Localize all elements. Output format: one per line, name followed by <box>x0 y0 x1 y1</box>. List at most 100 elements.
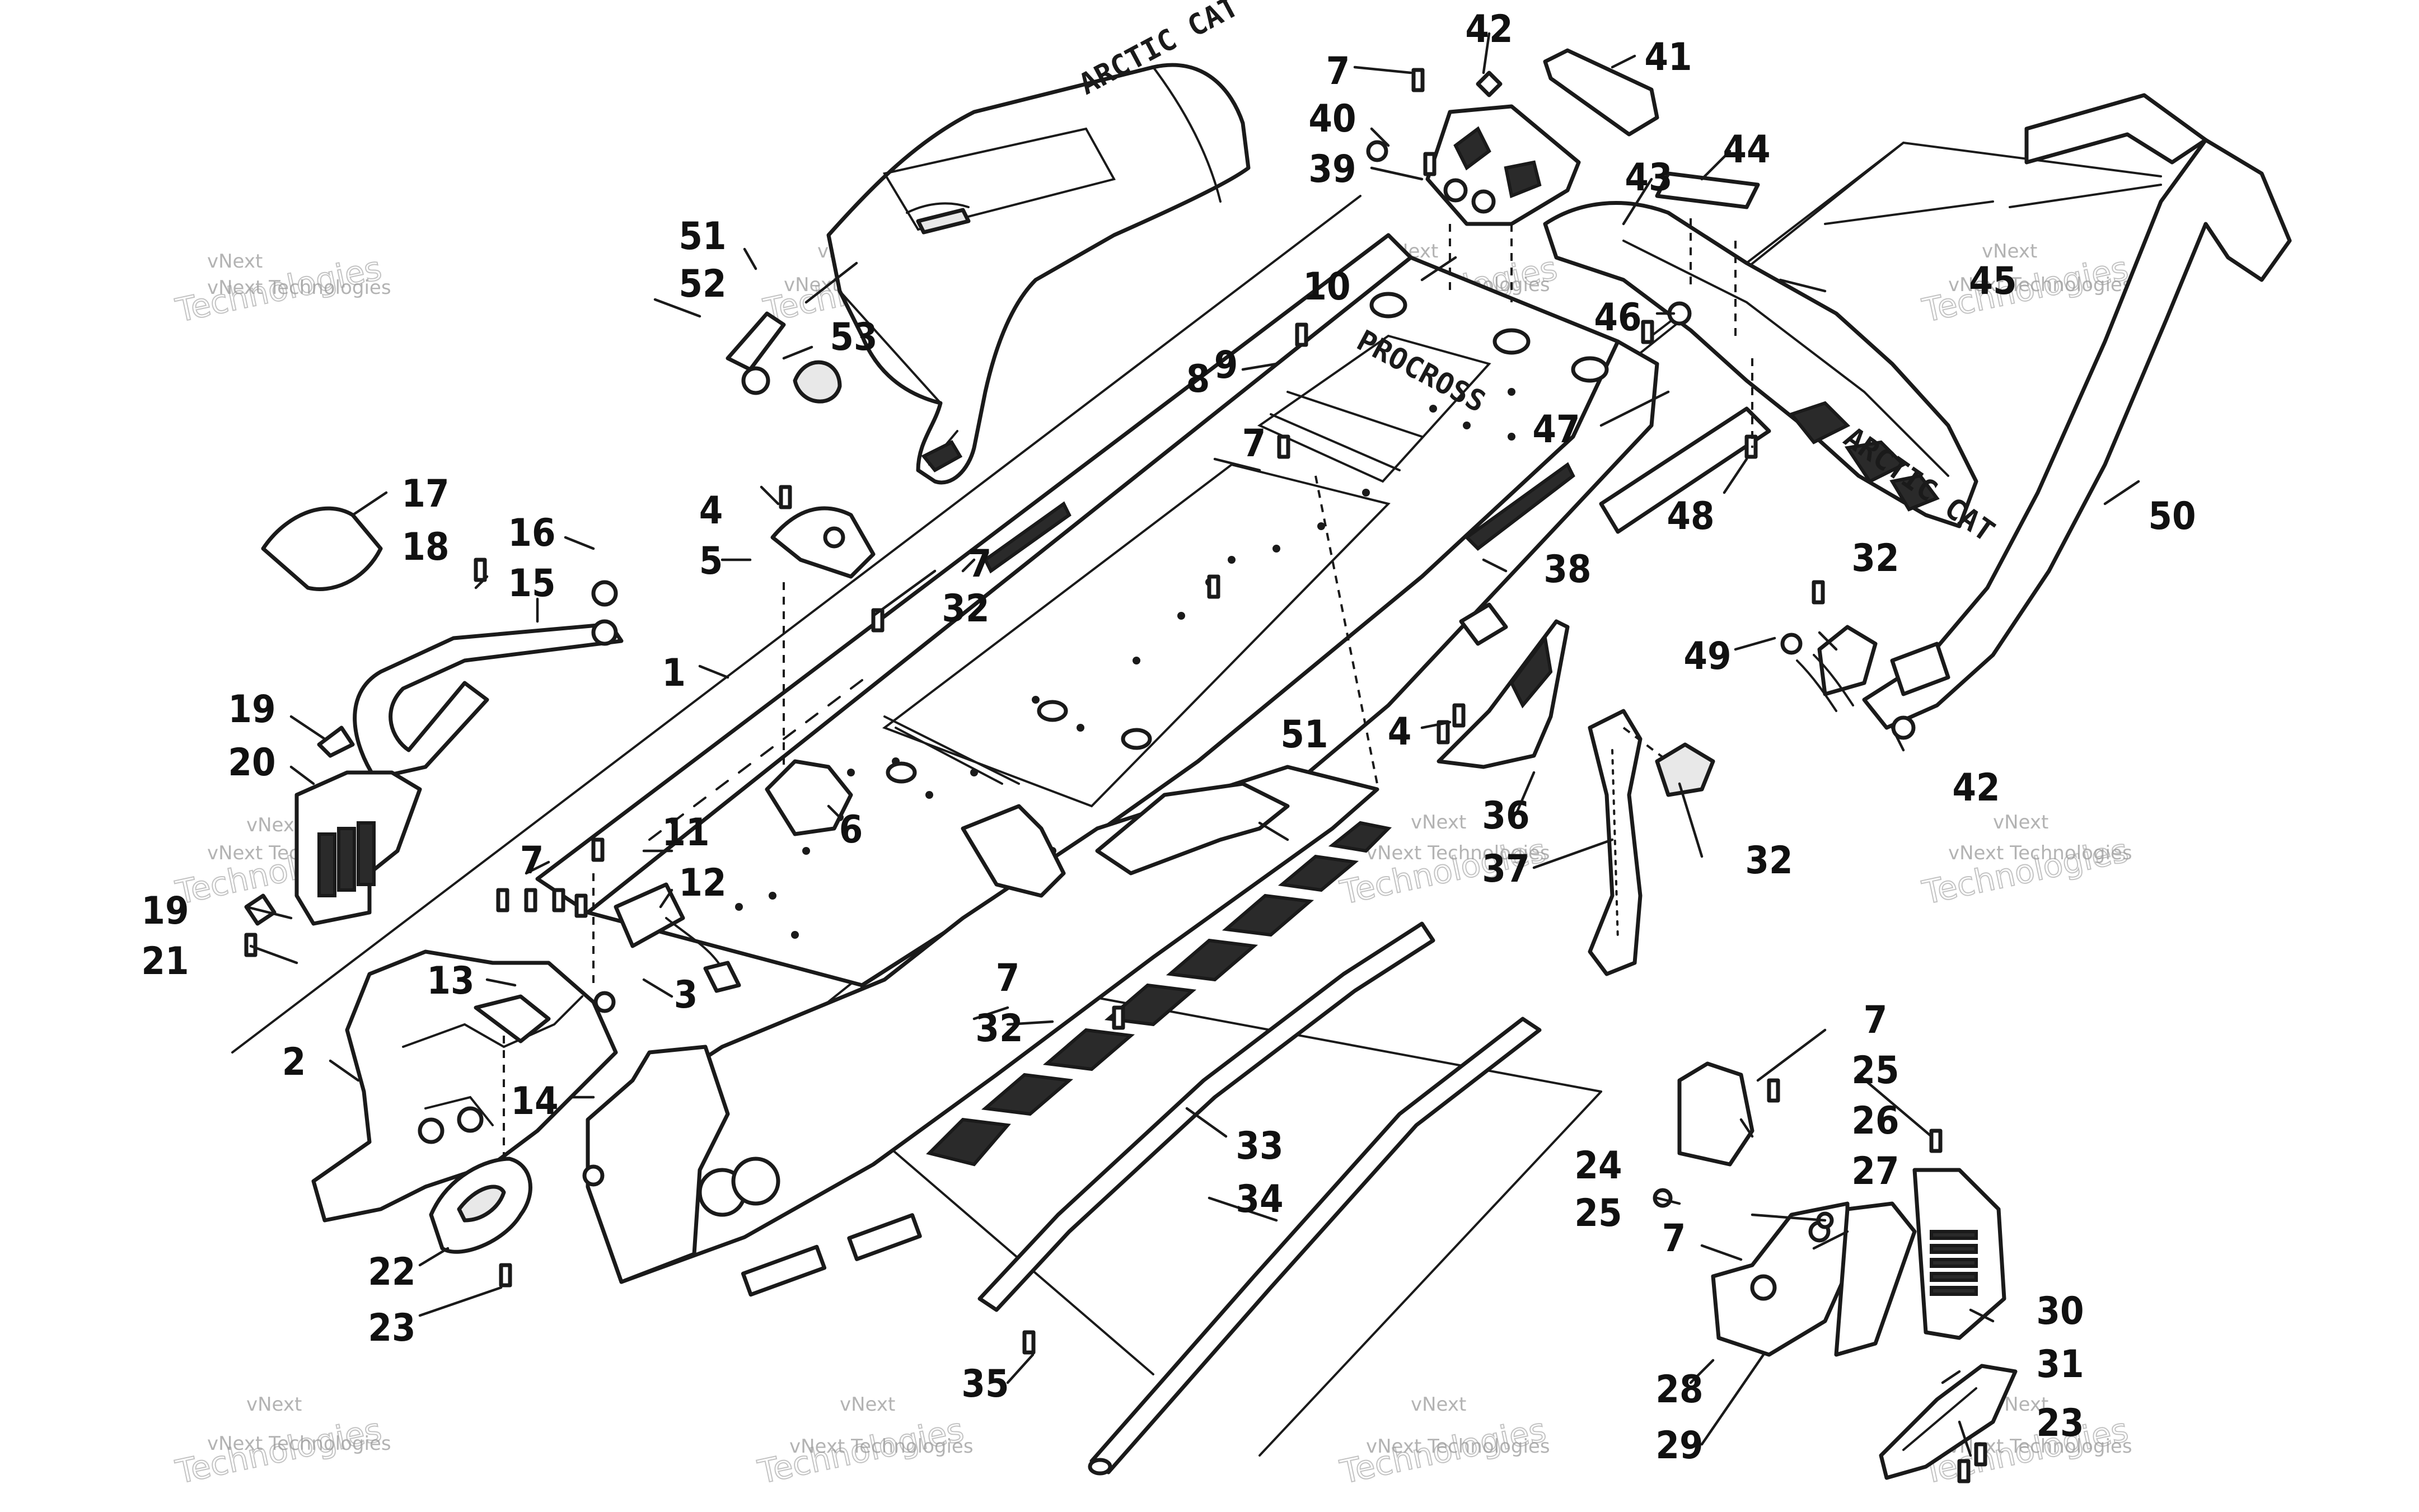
callout-32-side: 32 <box>1745 839 1793 883</box>
callout-10: 10 <box>1303 265 1350 309</box>
callout-2: 2 <box>282 1040 306 1084</box>
callout-3: 3 <box>674 973 698 1017</box>
callout-16: 16 <box>508 511 555 555</box>
callout-7-top: 7 <box>1326 49 1350 93</box>
watermark: vNext Technologies vNext Technologies <box>172 249 391 330</box>
part-24-bracket <box>1677 1061 1754 1167</box>
part-41 <box>1543 48 1659 137</box>
watermark: vNext Technologies vNext Technologies <box>754 1393 974 1492</box>
callout-12: 12 <box>679 861 726 905</box>
callout-51-seat: 51 <box>679 214 726 259</box>
assembly-lines <box>503 218 1753 1164</box>
callout-25: 25 <box>1851 1048 1899 1093</box>
screw-icon <box>1411 68 1425 92</box>
callout-22: 22 <box>368 1250 415 1294</box>
seat-fasteners <box>653 298 842 404</box>
callout-40: 40 <box>1308 97 1356 141</box>
part-37 <box>1588 709 1643 976</box>
grommet-icon <box>793 360 842 404</box>
watermark-text: vNext Technologies <box>207 1433 391 1455</box>
callout-1: 1 <box>662 651 686 695</box>
watermark-text: vNext Technologies <box>1366 842 1550 864</box>
callout-33: 33 <box>1236 1124 1283 1168</box>
callout-49: 49 <box>1683 634 1731 678</box>
callout-37: 37 <box>1482 847 1529 891</box>
callout-31: 31 <box>2036 1342 2084 1387</box>
leader-lines <box>245 32 2140 1457</box>
screw-icon <box>1641 320 1654 344</box>
screw-icon <box>1112 1005 1125 1030</box>
callout-7-lower: 7 <box>996 956 1020 1000</box>
callout-labels: 1 2 3 4 4 5 6 7 7 7 7 7 7 7 8 9 10 11 12… <box>141 7 2196 1468</box>
watermark: vNext Technologies vNext Technologies <box>1336 1393 1550 1492</box>
watermark: vNext Technologies vNext Technologies <box>1919 240 2132 330</box>
callout-38: 38 <box>1543 547 1591 592</box>
footrest-plate <box>961 781 1290 898</box>
screw-icon <box>1207 574 1220 599</box>
screw-icon <box>1452 703 1466 728</box>
screw-icon <box>1277 434 1290 459</box>
watermark-text: vNext <box>1993 811 2048 834</box>
watermark-text: vNext <box>840 1393 895 1416</box>
callout-42-rear: 42 <box>1952 766 2000 810</box>
screw-icon <box>552 888 565 912</box>
watermark-text: vNext <box>1982 240 2037 263</box>
front-brace <box>311 949 618 1223</box>
part-49-corner <box>1796 625 1878 712</box>
callout-21: 21 <box>141 939 189 984</box>
callout-28: 28 <box>1655 1368 1703 1412</box>
callout-48: 48 <box>1667 494 1714 539</box>
screw-icon <box>1780 633 1803 655</box>
watermark-text: vNext <box>207 250 263 273</box>
part-17 <box>261 506 383 591</box>
callout-7-center: 7 <box>1242 422 1266 466</box>
callout-15: 15 <box>508 561 555 606</box>
callout-53: 53 <box>830 315 877 359</box>
watermark-text: vNext <box>246 814 302 836</box>
callout-36: 36 <box>1482 794 1529 838</box>
screw-icon <box>474 558 487 582</box>
callout-25-lower: 25 <box>1574 1191 1622 1235</box>
part-44 <box>1655 171 1760 209</box>
callout-41: 41 <box>1644 35 1692 79</box>
part-38 <box>1459 462 1575 646</box>
seat: ARCTIC CAT <box>726 0 1251 485</box>
callout-7-tunnel: 7 <box>968 542 992 586</box>
callout-20: 20 <box>228 741 275 785</box>
callout-24: 24 <box>1574 1144 1622 1188</box>
screw-icon <box>496 888 509 912</box>
bracket-icon <box>474 994 551 1043</box>
callout-17: 17 <box>401 472 449 516</box>
part-31-cover <box>1879 1364 2018 1480</box>
callout-7-left: 7 <box>520 839 544 883</box>
bolt-icon <box>593 991 616 1013</box>
part-30-shield <box>1912 1168 2006 1340</box>
callout-14: 14 <box>511 1079 558 1124</box>
watermark: vNext Technologies vNext Technologies <box>1919 811 2132 912</box>
callout-19: 19 <box>228 687 275 732</box>
watermark-text: vNext Technologies <box>789 1435 974 1458</box>
running-board-cutouts <box>926 821 1392 1167</box>
callout-18: 18 <box>401 525 449 569</box>
callout-19-lower: 19 <box>141 889 189 933</box>
callout-6: 6 <box>839 808 863 852</box>
screw-icon <box>1366 140 1388 162</box>
part-5 <box>770 506 876 579</box>
callout-35: 35 <box>961 1362 1009 1406</box>
screw-icon <box>1812 580 1825 605</box>
callout-32-rear: 32 <box>1851 536 1899 581</box>
part-27-plate <box>1834 1201 1917 1357</box>
screw-icon <box>574 893 588 918</box>
callout-5: 5 <box>699 539 723 583</box>
screw-icon <box>1957 1459 1971 1483</box>
part-22-cover <box>429 1157 532 1254</box>
callout-39: 39 <box>1308 147 1356 191</box>
watermark-text: vNext Technologies <box>1948 842 2132 864</box>
rail-34 <box>1088 1017 1542 1476</box>
callout-42-top: 42 <box>1465 7 1513 52</box>
watermark-text: vNext <box>246 1393 302 1416</box>
screw-icon <box>1295 322 1308 347</box>
screw-icon <box>591 837 605 862</box>
part-32-fastener <box>1655 742 1715 797</box>
